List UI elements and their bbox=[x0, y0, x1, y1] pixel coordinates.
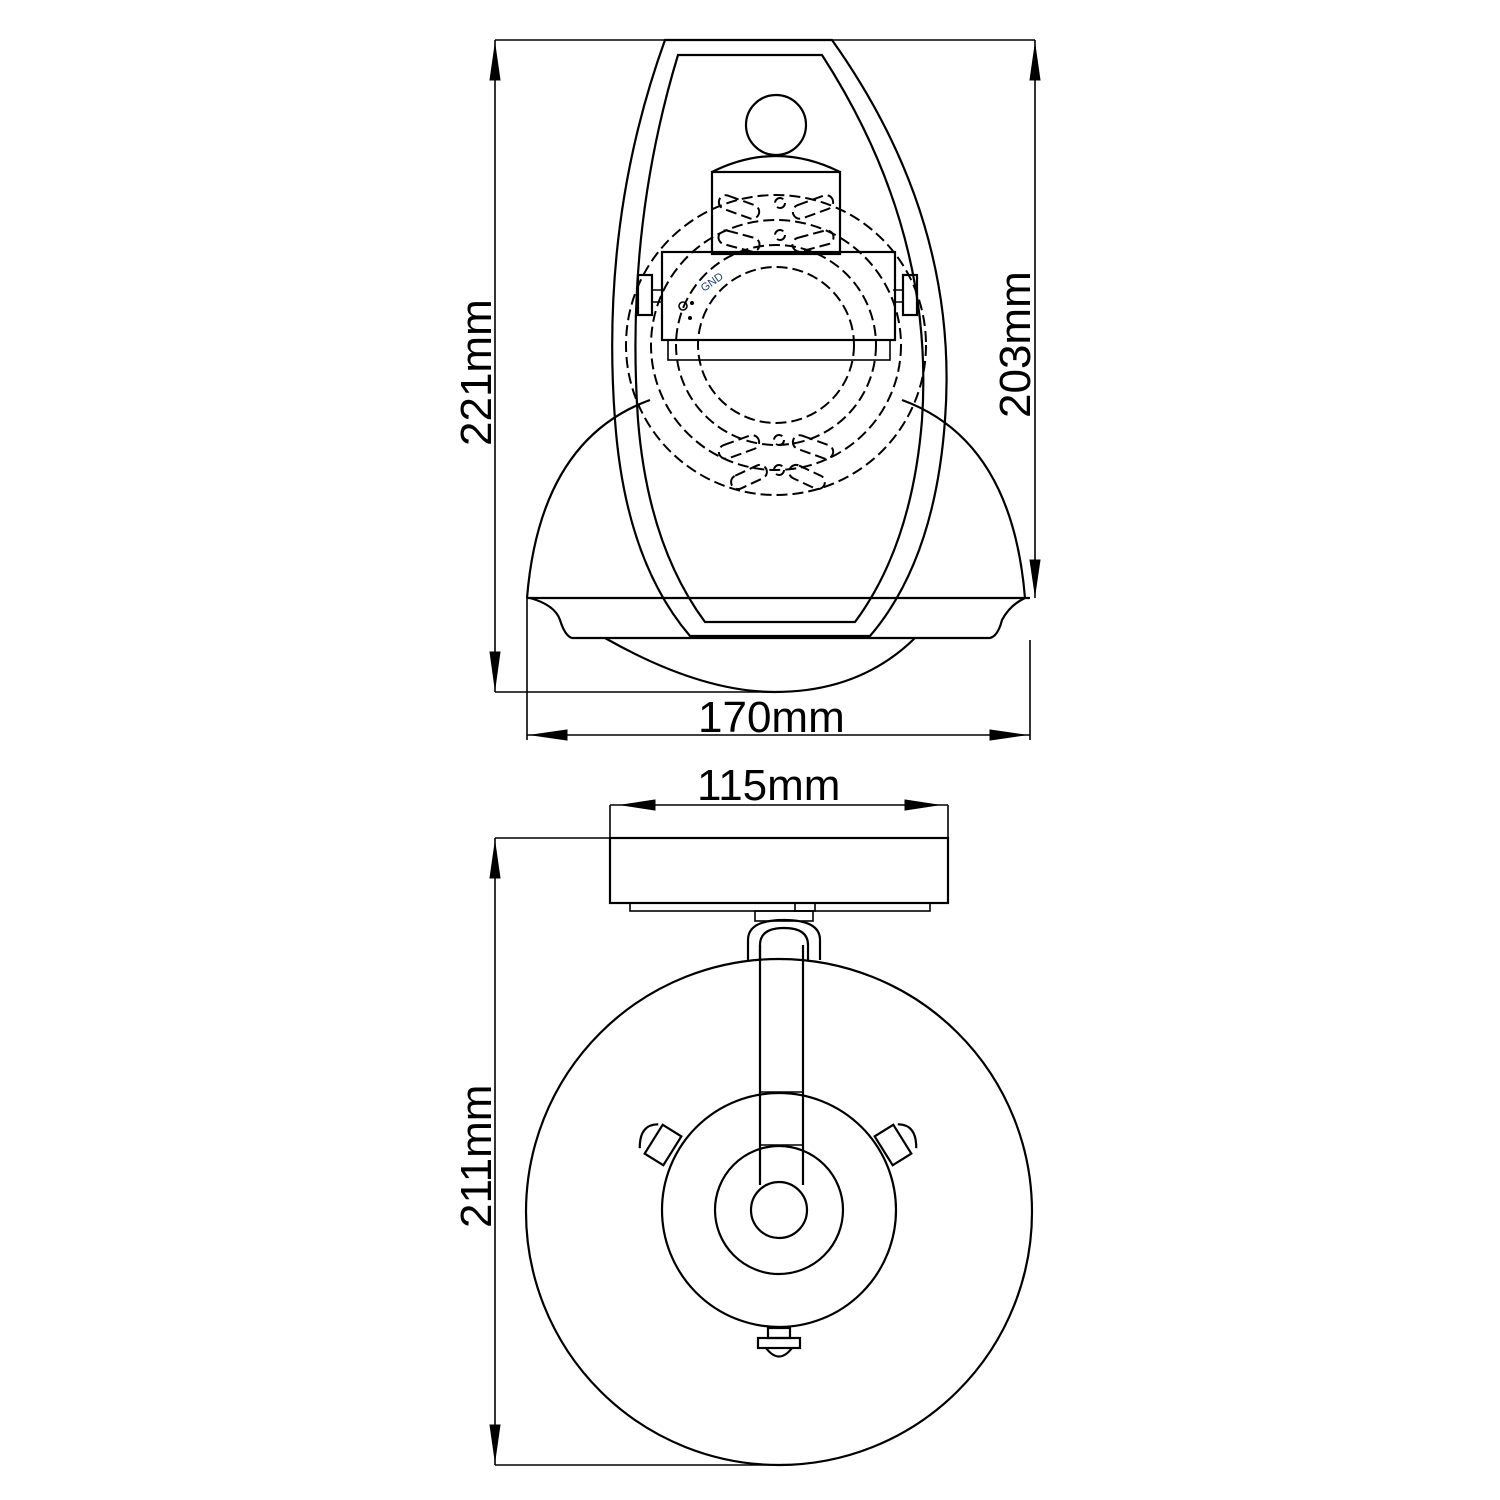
socket-hub bbox=[749, 1180, 809, 1240]
set-screw-left bbox=[638, 1123, 683, 1167]
shade-dome-left bbox=[525, 398, 651, 599]
side-screw-right bbox=[901, 273, 919, 317]
mounting-plate-outer-hidden bbox=[625, 194, 927, 496]
shade-bottom-curve bbox=[604, 637, 916, 694]
screw-hole-bottom-2 bbox=[773, 464, 785, 476]
arrow-115-left bbox=[621, 799, 656, 811]
mounting-block bbox=[710, 170, 842, 256]
shade-rim-profile bbox=[529, 596, 1026, 640]
slot-top-left-2 bbox=[717, 229, 761, 253]
set-screw-bottom bbox=[756, 1326, 802, 1358]
side-screw-left bbox=[636, 273, 654, 317]
mounting-plate-mid-hidden bbox=[650, 219, 902, 471]
slot-top-right bbox=[791, 194, 835, 220]
backplate-base bbox=[629, 902, 931, 912]
crossbar-lower bbox=[667, 339, 891, 361]
backplate-top-view bbox=[608, 836, 950, 905]
socket-ring bbox=[713, 1144, 845, 1276]
slot-bottom-left-2 bbox=[730, 463, 768, 491]
arm-knuckle-inner bbox=[758, 926, 810, 960]
side-screw-threads bbox=[652, 289, 903, 303]
screw-hole-bottom bbox=[773, 434, 785, 446]
backplate-clip bbox=[794, 902, 816, 912]
screw-hole-top-2 bbox=[774, 229, 786, 241]
arrow-221-top bbox=[489, 44, 501, 81]
slot-bottom-right-2 bbox=[788, 463, 826, 491]
arrow-203-top bbox=[1029, 44, 1041, 81]
slot-bottom-left bbox=[717, 434, 761, 460]
crossbar bbox=[660, 250, 897, 342]
shade-ring bbox=[660, 1091, 898, 1329]
dim-label-211: 211mm bbox=[452, 1085, 501, 1228]
dim-label-115: 115mm bbox=[697, 761, 840, 810]
ground-dot bbox=[690, 301, 694, 305]
shade-dome-right bbox=[901, 398, 1027, 599]
arrow-203-bottom bbox=[1029, 559, 1041, 595]
top-view: 115mm bbox=[452, 761, 1034, 1467]
ground-label: GND bbox=[699, 271, 726, 295]
arrow-115-right bbox=[904, 799, 939, 811]
dim-label-221: 221mm bbox=[452, 299, 501, 446]
arrow-221-bottom bbox=[489, 651, 501, 689]
backplate-inner bbox=[634, 53, 925, 624]
ground-dot-2 bbox=[688, 316, 692, 320]
backplate-outer bbox=[611, 38, 948, 638]
shade-outer bbox=[524, 957, 1034, 1467]
dim-label-170: 170mm bbox=[698, 693, 845, 742]
dim-label-203: 203mm bbox=[991, 271, 1040, 418]
set-screw-right bbox=[873, 1123, 918, 1167]
finial-knob bbox=[744, 93, 808, 157]
slot-top-right-2 bbox=[791, 229, 835, 253]
slot-bottom-right bbox=[791, 434, 835, 460]
arrow-211-bottom bbox=[489, 1424, 501, 1461]
screw-hole-top bbox=[774, 197, 786, 209]
arrow-170-right bbox=[989, 729, 1026, 741]
slot-top-left bbox=[717, 194, 761, 220]
mounting-plate-hole-hidden bbox=[697, 266, 855, 424]
mounting-plate-inner-hidden bbox=[675, 244, 877, 446]
knob-cap bbox=[711, 154, 841, 173]
ground-symbol bbox=[678, 301, 688, 311]
arrow-211-top bbox=[489, 842, 501, 879]
arrow-170-left bbox=[531, 729, 568, 741]
front-view: GND 221mm 203mm 170mm bbox=[452, 38, 1041, 742]
arm-knuckle-outer bbox=[746, 918, 822, 960]
